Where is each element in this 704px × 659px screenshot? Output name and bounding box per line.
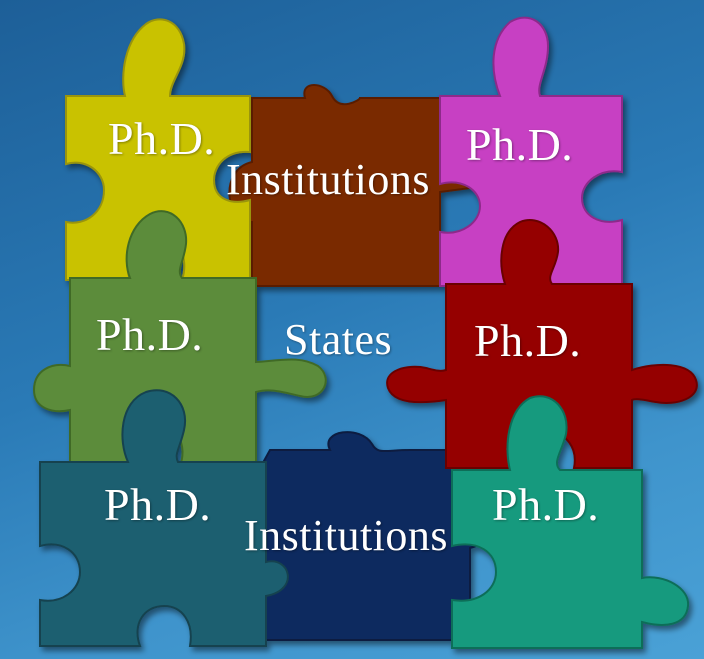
center-label: States [284,315,393,364]
green-piece-label: Ph.D. [96,309,204,360]
turquoise-piece-label: Ph.D. [492,479,600,530]
yellow-puzzle-piece-icon [65,18,251,281]
turquoise-puzzle-piece-icon [451,395,690,649]
brown-piece-label: Institutions [226,155,431,204]
red-puzzle-piece-icon [386,219,698,469]
magenta-puzzle-piece-icon [439,16,623,287]
magenta-piece-label: Ph.D. [466,119,574,170]
navy-piece-label: Institutions [244,511,449,560]
teal-puzzle-piece-icon [39,389,289,647]
green-puzzle-piece-icon [32,210,327,467]
red-piece-label: Ph.D. [474,315,582,366]
yellow-piece-label: Ph.D. [108,113,216,164]
teal-piece-label: Ph.D. [104,479,212,530]
